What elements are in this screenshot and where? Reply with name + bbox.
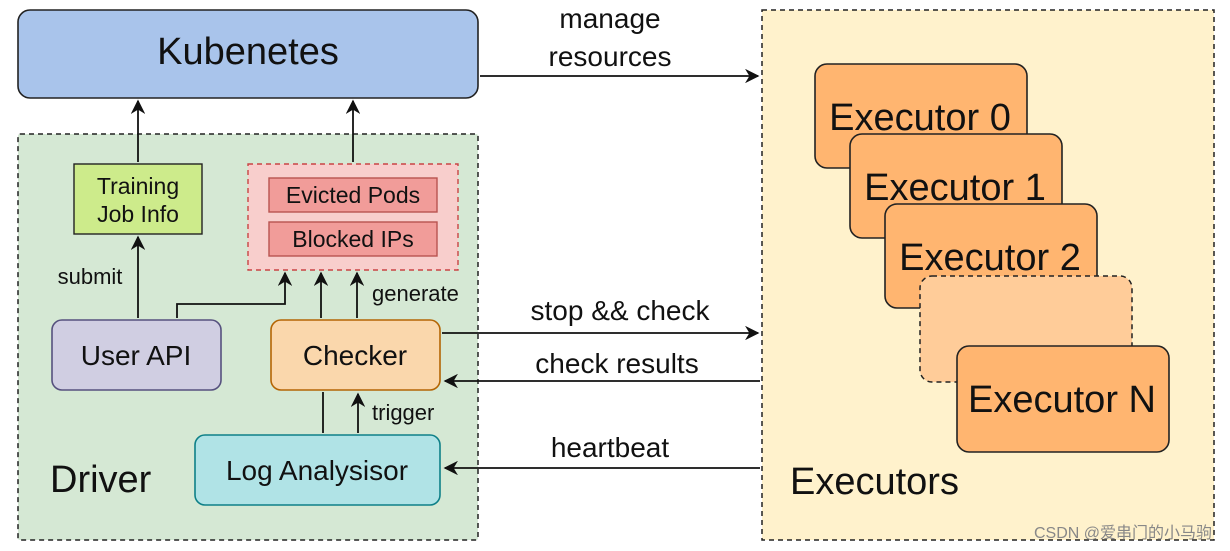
heartbeat-label: heartbeat — [551, 432, 670, 463]
training-job-info-box — [73, 163, 203, 235]
checker-label: Checker — [303, 340, 407, 371]
user-api-label: User API — [81, 340, 191, 371]
kubernetes-label: Kubenetes — [157, 31, 339, 73]
kubernetes-box — [17, 9, 479, 99]
executors-label: Executors — [790, 461, 959, 503]
executor-label-1: Executor 1 — [864, 167, 1046, 209]
blocked-ips-label: Blocked IPs — [292, 226, 413, 252]
log-analysisor-label: Log Analysisor — [226, 455, 408, 486]
driver-label: Driver — [50, 459, 152, 501]
log-analysisor-box — [194, 434, 441, 506]
executor-label-2: Executor 2 — [899, 237, 1081, 279]
evicted-pods-label: Evicted Pods — [286, 182, 420, 208]
edge-user-api-to-blocklist — [176, 271, 293, 318]
executor-card-n — [956, 345, 1170, 453]
executor-label-0: Executor 0 — [829, 97, 1011, 139]
executor-label-n: Executor N — [968, 379, 1156, 421]
training-job-info-line1: Training — [97, 173, 179, 199]
resources-label: resources — [549, 41, 672, 72]
stop-check-label: stop && check — [531, 295, 711, 326]
manage-label: manage — [559, 3, 660, 34]
user-api-box — [51, 319, 222, 391]
evicted-pods-box — [268, 177, 438, 213]
trigger-label: trigger — [372, 400, 434, 425]
generate-label: generate — [372, 281, 459, 306]
watermark: CSDN @爱串门的小马驹 — [1034, 524, 1212, 542]
blocked-ips-box — [268, 221, 438, 257]
checker-box — [270, 319, 441, 391]
training-job-info-line2: Job Info — [97, 201, 179, 227]
check-results-label: check results — [535, 348, 698, 379]
submit-label: submit — [58, 264, 123, 289]
